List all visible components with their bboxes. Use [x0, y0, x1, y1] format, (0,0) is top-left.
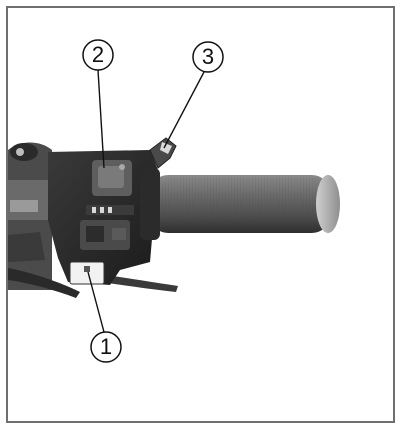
- callout-3-leader: [163, 71, 205, 149]
- switch-housing: [48, 150, 158, 285]
- throttle-grip: [140, 168, 340, 240]
- callout-3-label: 3: [202, 44, 214, 69]
- left-handlebar-clutter: [8, 142, 80, 298]
- callout-2: 2: [82, 39, 114, 71]
- bar-end-cap: [316, 175, 340, 233]
- callout-1-leader: [87, 271, 105, 333]
- start-button: [69, 261, 105, 285]
- callout-1: 1: [90, 331, 122, 363]
- callout-2-leader: [97, 69, 105, 169]
- callout-1-label: 1: [100, 334, 112, 359]
- engine-stop-switch-highlight: [160, 142, 172, 154]
- callout-2-label: 2: [92, 42, 104, 67]
- start-button-symbol: [84, 266, 90, 272]
- callout-3: 3: [192, 41, 224, 73]
